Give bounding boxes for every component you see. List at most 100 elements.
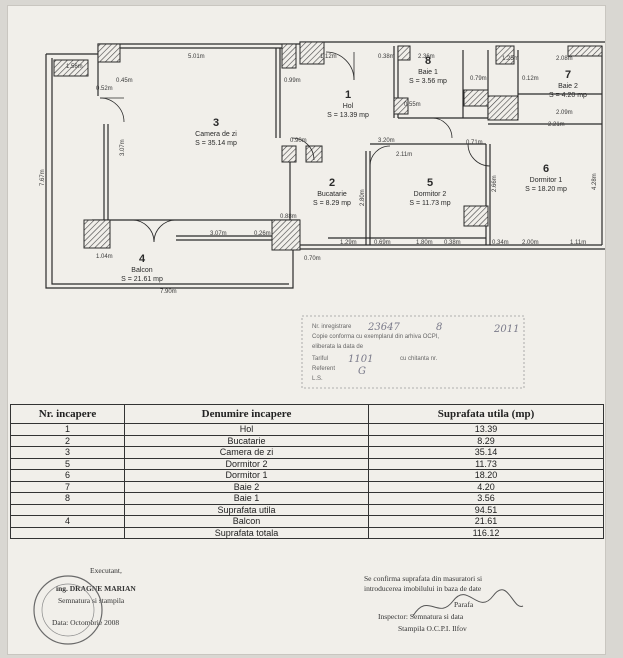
ocpi-stamp-label: Stampila O.C.P.I. Ilfov [398, 624, 467, 633]
stamp-line: eliberata la data de [312, 344, 364, 350]
table-cell: Dormitor 1 [124, 469, 369, 482]
room-name: Camera de zi [195, 131, 237, 138]
table-cell: 6 [10, 469, 125, 482]
inspector-label: Inspector: Semnatura si data [378, 612, 464, 621]
table-cell: 13.39 [368, 423, 604, 436]
table-cell: 18.20 [368, 469, 604, 482]
stamp-overlay: Nr. inregistrare Copie conforma cu exemp… [301, 315, 525, 389]
room-num: 1 [345, 89, 351, 101]
table-cell [10, 526, 125, 539]
room-area: S = 11.73 mp [409, 200, 450, 207]
table-cell: 3 [10, 446, 125, 459]
column-header: Denumire incapere [124, 404, 369, 424]
executant-seal [33, 575, 103, 645]
executant-date: Data: Octombrie 2008 [52, 618, 120, 627]
room-name: Dormitor 2 [414, 191, 447, 198]
table-cell: 11.73 [368, 457, 604, 470]
room-name: Dormitor 1 [530, 177, 563, 184]
structural-columns [53, 41, 603, 251]
dim-label: 0.45m [116, 78, 133, 84]
dim-label: 1.25m [502, 56, 519, 62]
dim-label: 3.20m [378, 138, 395, 144]
room-area: S = 4.20 mp [549, 92, 587, 99]
stamp-handwriting: G [358, 366, 366, 377]
table-cell: Baie 2 [124, 480, 369, 493]
table-cell: 35.14 [368, 446, 604, 459]
signature-label: Semnatura si stampila [58, 596, 125, 605]
dim-label: 1.29m [340, 240, 357, 246]
stamp-handwriting: 1101 [348, 354, 373, 365]
dim-label: 2.80m [360, 189, 366, 206]
room-num: 7 [565, 69, 571, 81]
table-cell: Suprafata utila [124, 503, 369, 516]
dim-label: 1.12m [320, 54, 337, 60]
column-header: Suprafata utila (mp) [368, 404, 604, 424]
table-cell: 2 [10, 434, 125, 447]
table-cell: Hol [124, 423, 369, 436]
dim-label: 7.67m [40, 169, 46, 186]
dim-label: 0.88m [280, 214, 297, 220]
dim-label: 0.34m [492, 240, 509, 246]
dimension-labels: 5.01m 1.12m 1.56m 0.45m 0.52m 0.99m 0.38… [40, 54, 598, 295]
dim-label: 2.08m [556, 56, 573, 62]
stamp-line: L.S. [312, 376, 323, 382]
confirm-line: introducerea imobilului in baza de date [364, 584, 482, 593]
room-num: 3 [213, 117, 219, 129]
dim-label: 0.69m [374, 240, 391, 246]
dim-label: 0.26m [254, 231, 271, 237]
executant-name: ing. DRAGNE MARIAN [56, 584, 136, 593]
door-swings [99, 51, 491, 243]
dim-label: 3.07m [210, 231, 227, 237]
table-cell: Camera de zi [124, 446, 369, 459]
room-area: S = 18.20 mp [525, 186, 567, 193]
stamp-line: cu chitanta nr. [400, 356, 438, 362]
dim-label: 0.38m [378, 54, 395, 60]
dim-label: 0.38m [444, 240, 461, 246]
stamp-handwriting: 2011 [493, 324, 519, 335]
stamp-line: Tariful [312, 356, 328, 362]
room-area: S = 13.39 mp [327, 112, 369, 119]
table-cell: Balcon [124, 515, 369, 528]
room-name: Bucatarie [317, 191, 347, 198]
room-area: S = 35.14 mp [195, 140, 237, 147]
table-header-row: Nr. incapere Denumire incapere Suprafata… [10, 404, 604, 424]
table-cell: 4 [10, 515, 125, 528]
dim-label: 2.11m [396, 152, 412, 158]
dim-label: 0.52m [96, 86, 113, 92]
table-cell: Dormitor 2 [124, 457, 369, 470]
table-cell: 94.51 [368, 503, 604, 516]
dim-label: 0.70m [304, 256, 321, 262]
dim-label: 0.90m [290, 138, 307, 144]
table-cell: 8.29 [368, 434, 604, 447]
table-cell: 3.56 [368, 492, 604, 505]
outer-walls [45, 41, 605, 289]
table-cell: 21.61 [368, 515, 604, 528]
table-cell: 8 [10, 492, 125, 505]
dim-label: 2.36m [418, 54, 435, 60]
room-num: 6 [543, 163, 549, 175]
table-cell: 7 [10, 480, 125, 493]
dim-label: 1.80m [416, 240, 433, 246]
room-area: S = 3.56 mp [409, 78, 447, 85]
dim-label: 0.71m [466, 140, 483, 146]
dim-label: 7.90m [160, 289, 177, 295]
room-num: 8 [425, 55, 431, 67]
room-name: Baie 1 [418, 69, 438, 76]
room-area: S = 8.29 mp [313, 200, 351, 207]
table-cell: Bucatarie [124, 434, 369, 447]
dim-label: 2.09m [556, 110, 573, 116]
dim-label: 2.66m [492, 175, 498, 192]
room-num: 5 [427, 177, 433, 189]
dim-label: 1.11m [570, 240, 586, 246]
stamp-line: Nr. inregistrare [312, 324, 352, 330]
